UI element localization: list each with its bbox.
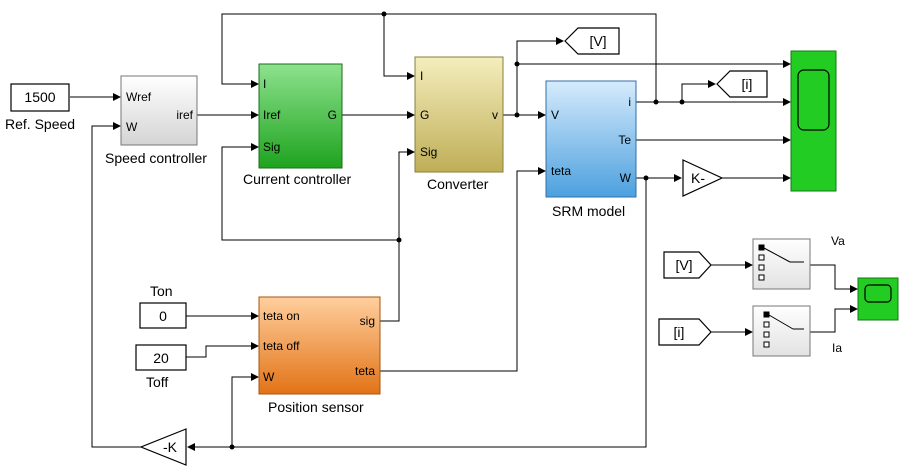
ref-speed-value: 1500 [24, 89, 55, 105]
goto-i-text: [i] [742, 76, 753, 92]
wire-current-feedback-conv [383, 14, 415, 80]
current-controller-port-i: I [263, 77, 266, 91]
speed-controller-label: Speed controller [105, 150, 207, 166]
converter-label: Converter [427, 176, 489, 192]
speed-controller-block[interactable]: Wref W iref [120, 75, 198, 146]
wire-w-feedback [187, 178, 647, 451]
label-ia: Ia [832, 341, 842, 355]
junction-dot [643, 175, 649, 181]
gain-bottom-text: -K [163, 439, 178, 455]
goto-i-tag[interactable]: [i] [716, 70, 768, 98]
main-scope-block[interactable] [790, 50, 837, 192]
ref-speed-label: Ref. Speed [5, 116, 75, 132]
wire-switch1-to-scope [810, 264, 858, 293]
goto-v-text: [V] [589, 33, 606, 49]
srm-model-port-te: Te [618, 133, 631, 147]
ton-block[interactable]: 0 [139, 302, 187, 329]
gain-top-block[interactable]: K- [682, 159, 724, 197]
small-scope-screen-icon [864, 284, 892, 303]
wire-gain-to-speed-w [91, 122, 141, 448]
main-scope-screen-icon [797, 69, 830, 131]
srm-model-port-i: i [628, 95, 631, 109]
position-sensor-port-w: W [263, 370, 275, 384]
position-sensor-port-sig: sig [360, 314, 375, 328]
from-v-tag[interactable]: [V] [663, 251, 712, 279]
wire-teta-to-srm [380, 167, 546, 372]
wire-switch2-to-scope [810, 305, 858, 333]
current-controller-port-g: G [328, 108, 337, 122]
gain-top-text: K- [691, 170, 705, 186]
wire-current-feedback [221, 13, 657, 102]
position-sensor-block[interactable]: teta on teta off W sig teta [258, 296, 381, 395]
selector-switch-i[interactable] [752, 305, 811, 357]
from-v-text: [V] [675, 257, 692, 273]
junction-dot [679, 99, 685, 105]
wire-sig-out [380, 148, 415, 322]
position-sensor-label: Position sensor [268, 399, 364, 415]
current-controller-port-sig: Sig [263, 140, 280, 154]
wire-sig-to-current [221, 143, 399, 241]
switch-icon [758, 244, 804, 281]
gain-bottom-block[interactable]: -K [139, 428, 187, 466]
from-i-tag[interactable]: [i] [658, 318, 712, 346]
junction-dots [229, 11, 685, 450]
junction-dot [514, 112, 520, 118]
toff-value: 20 [153, 350, 169, 366]
srm-model-label: SRM model [552, 203, 625, 219]
current-controller-label: Current controller [243, 171, 351, 187]
toff-label: Toff [146, 374, 168, 390]
converter-port-i: I [420, 69, 423, 83]
converter-port-v: v [492, 108, 498, 122]
toff-block[interactable]: 20 [135, 344, 187, 371]
wire-w-to-possensor [231, 373, 259, 447]
junction-dot [381, 11, 387, 17]
junction-dot [514, 61, 520, 67]
srm-model-port-v: V [551, 108, 559, 122]
small-scope-block[interactable] [857, 277, 899, 321]
converter-port-g: G [420, 108, 429, 122]
from-i-text: [i] [674, 324, 685, 340]
junction-dot [229, 444, 235, 450]
selector-switch-v[interactable] [752, 238, 811, 290]
position-sensor-port-teta-off: teta off [263, 339, 300, 353]
wire-v-to-goto [516, 37, 564, 115]
speed-controller-port-iref: iref [176, 108, 193, 122]
wire-toff [186, 342, 259, 358]
speed-controller-port-wref: Wref [126, 90, 152, 104]
current-controller-port-iref: Iref [263, 108, 281, 122]
junction-dot [653, 99, 659, 105]
signal-lines [70, 13, 858, 451]
wire-i-to-goto [681, 80, 716, 102]
converter-port-sig: Sig [420, 145, 437, 159]
position-sensor-port-teta-on: teta on [263, 309, 300, 323]
srm-model-port-w: W [620, 171, 632, 185]
ref-speed-block[interactable]: 1500 [10, 83, 70, 112]
speed-controller-port-w: W [126, 120, 138, 134]
ton-value: 0 [159, 308, 167, 324]
current-controller-block[interactable]: I Iref Sig G [258, 63, 343, 169]
ton-label: Ton [150, 283, 173, 299]
label-va: Va [831, 234, 845, 248]
srm-model-port-teta: teta [551, 164, 571, 178]
junction-dot [396, 237, 402, 243]
srm-model-block[interactable]: V teta i Te W [545, 80, 637, 198]
converter-block[interactable]: I G Sig v [414, 56, 504, 173]
position-sensor-port-teta: teta [355, 364, 375, 378]
switch-icon [763, 311, 804, 348]
goto-v-tag[interactable]: [V] [564, 27, 620, 55]
